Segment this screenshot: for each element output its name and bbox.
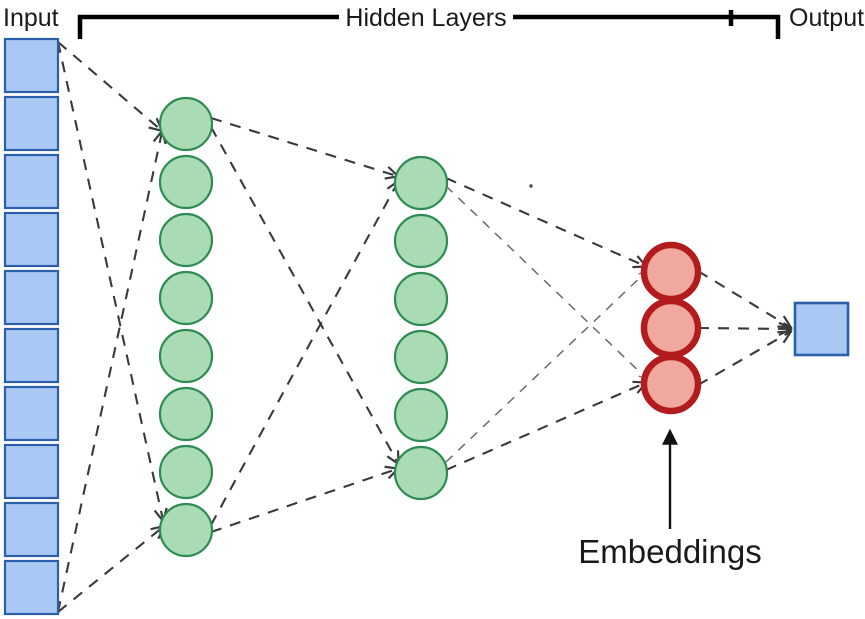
input-node[interactable] — [3, 37, 60, 94]
hidden-layer-1 — [158, 96, 214, 558]
network-nodes — [3, 37, 850, 616]
embedding-node[interactable] — [640, 241, 702, 303]
connection-line — [210, 469, 397, 533]
connection-line — [697, 270, 790, 327]
connection-line — [445, 185, 646, 378]
connection-line — [697, 332, 790, 386]
hidden-layer-2 — [393, 155, 449, 501]
output-layer — [793, 301, 850, 357]
hidden-node[interactable] — [393, 387, 449, 443]
output-node[interactable] — [793, 301, 850, 357]
embeddings-annotation: Embeddings — [578, 428, 762, 570]
connections-input-to-hidden1 — [56, 41, 163, 613]
embedding-node[interactable] — [640, 297, 702, 359]
input-node[interactable] — [3, 269, 60, 326]
hidden-layers-bracket — [77, 10, 781, 39]
output-label: Output — [789, 4, 864, 32]
hidden-node[interactable] — [158, 270, 214, 326]
hidden-node[interactable] — [158, 386, 214, 442]
connections-embeddings-to-output — [697, 270, 790, 386]
hidden-node[interactable] — [393, 213, 449, 269]
hidden-node[interactable] — [393, 155, 449, 211]
connections-hidden2-to-embeddings — [445, 177, 646, 471]
hidden-node[interactable] — [158, 212, 214, 268]
embedding-layer — [640, 241, 702, 415]
input-node[interactable] — [3, 443, 60, 500]
connection-line — [57, 41, 161, 130]
connection-line — [210, 182, 398, 526]
bracket-left-segment — [77, 14, 339, 39]
stray-dot — [529, 184, 533, 188]
hidden-node[interactable] — [393, 271, 449, 327]
hidden-node[interactable] — [158, 502, 214, 558]
bracket-right-segment — [513, 14, 781, 39]
connection-line — [210, 126, 398, 463]
hidden-node[interactable] — [393, 445, 449, 501]
input-node[interactable] — [3, 153, 60, 210]
input-node[interactable] — [3, 211, 60, 268]
embeddings-label: Embeddings — [578, 533, 761, 570]
input-node[interactable] — [3, 501, 60, 558]
input-node[interactable] — [3, 327, 60, 384]
input-node[interactable] — [3, 95, 60, 152]
input-node[interactable] — [3, 385, 60, 442]
hidden-node[interactable] — [393, 329, 449, 385]
connections-hidden1-to-hidden2 — [210, 116, 398, 533]
connection-line — [210, 116, 397, 176]
hidden-node[interactable] — [158, 328, 214, 384]
connection-line — [445, 272, 646, 463]
connection-line — [445, 177, 645, 266]
connection-line — [697, 328, 790, 329]
hidden-layers-label: Hidden Layers — [345, 4, 506, 32]
connection-line — [445, 383, 645, 471]
connection-line — [56, 132, 162, 613]
hidden-node[interactable] — [158, 154, 214, 210]
hidden-node[interactable] — [158, 96, 214, 152]
hidden-node[interactable] — [158, 444, 214, 500]
input-label: Input — [3, 4, 59, 32]
input-layer — [3, 37, 60, 616]
embedding-node[interactable] — [640, 353, 702, 415]
connection-line — [57, 527, 163, 613]
connection-line — [56, 41, 163, 520]
input-node[interactable] — [3, 559, 60, 616]
